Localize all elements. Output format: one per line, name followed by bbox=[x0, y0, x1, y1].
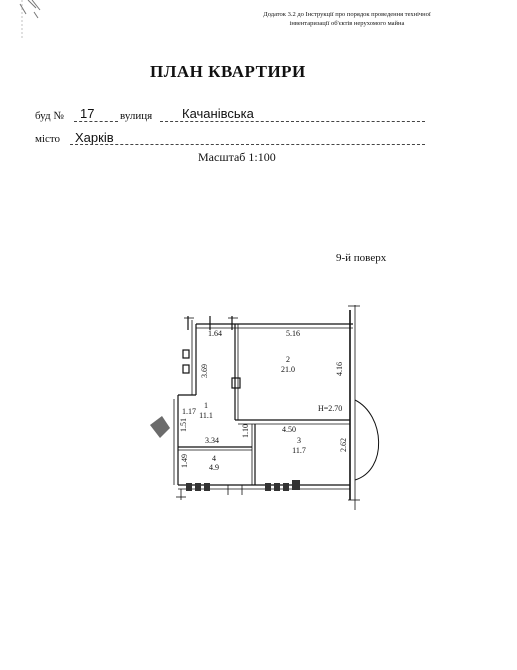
city-label: місто bbox=[35, 133, 61, 145]
street-line bbox=[160, 121, 425, 122]
page-title: ПЛАН КВАРТИРИ bbox=[150, 62, 306, 81]
entrance-arrow-icon bbox=[150, 416, 170, 438]
building-number: 17 bbox=[80, 106, 95, 121]
dim-1-10: 1.10 bbox=[241, 424, 250, 438]
room-1-area: 11.1 bbox=[199, 411, 213, 420]
room-3-number: 3 bbox=[297, 436, 301, 445]
dim-1-17: 1.17 bbox=[182, 407, 196, 416]
room-2-number: 2 bbox=[286, 355, 290, 364]
appendix-note-line1: Додаток 3.2 до Інструкції про порядок пр… bbox=[263, 11, 431, 18]
street-name: Качанівська bbox=[182, 106, 254, 121]
floor-label: 9-й поверх bbox=[336, 252, 387, 264]
ceiling-height: H=2.70 bbox=[318, 404, 342, 413]
appendix-note-line2: інвентаризації об'єктів нерухомого майна bbox=[289, 20, 405, 27]
building-label: буд № bbox=[35, 110, 64, 122]
dim-2-62: 2.62 bbox=[339, 438, 348, 452]
room-4-number: 4 bbox=[212, 454, 216, 463]
room-3-area: 11.7 bbox=[292, 446, 306, 455]
corner-stamp bbox=[19, 0, 41, 40]
city-name: Харків bbox=[75, 130, 114, 145]
scale-label: Масштаб 1:100 bbox=[198, 150, 276, 164]
street-label: вулиця bbox=[120, 110, 153, 122]
dim-3-34: 3.34 bbox=[205, 436, 219, 445]
dim-1-64: 1.64 bbox=[208, 329, 222, 338]
appendix-note: Додаток 3.2 до Інструкції про порядок пр… bbox=[232, 10, 462, 28]
building-number-line bbox=[74, 121, 118, 122]
room-4-area: 4.9 bbox=[209, 463, 219, 472]
dim-3-69: 3.69 bbox=[200, 364, 209, 378]
room-1-number: 1 bbox=[204, 401, 208, 410]
dim-5-16: 5.16 bbox=[286, 329, 300, 338]
hatch-blocks bbox=[186, 480, 300, 491]
dim-1-49: 1.49 bbox=[180, 454, 189, 468]
floor-plan: 1.64 5.16 3.69 4.16 1.17 1.51 1.10 4.50 … bbox=[150, 305, 380, 510]
dim-4-16: 4.16 bbox=[335, 362, 344, 376]
city-line bbox=[70, 144, 425, 145]
dim-4-50: 4.50 bbox=[282, 425, 296, 434]
dim-1-51: 1.51 bbox=[179, 418, 188, 432]
room-2-area: 21.0 bbox=[281, 365, 295, 374]
